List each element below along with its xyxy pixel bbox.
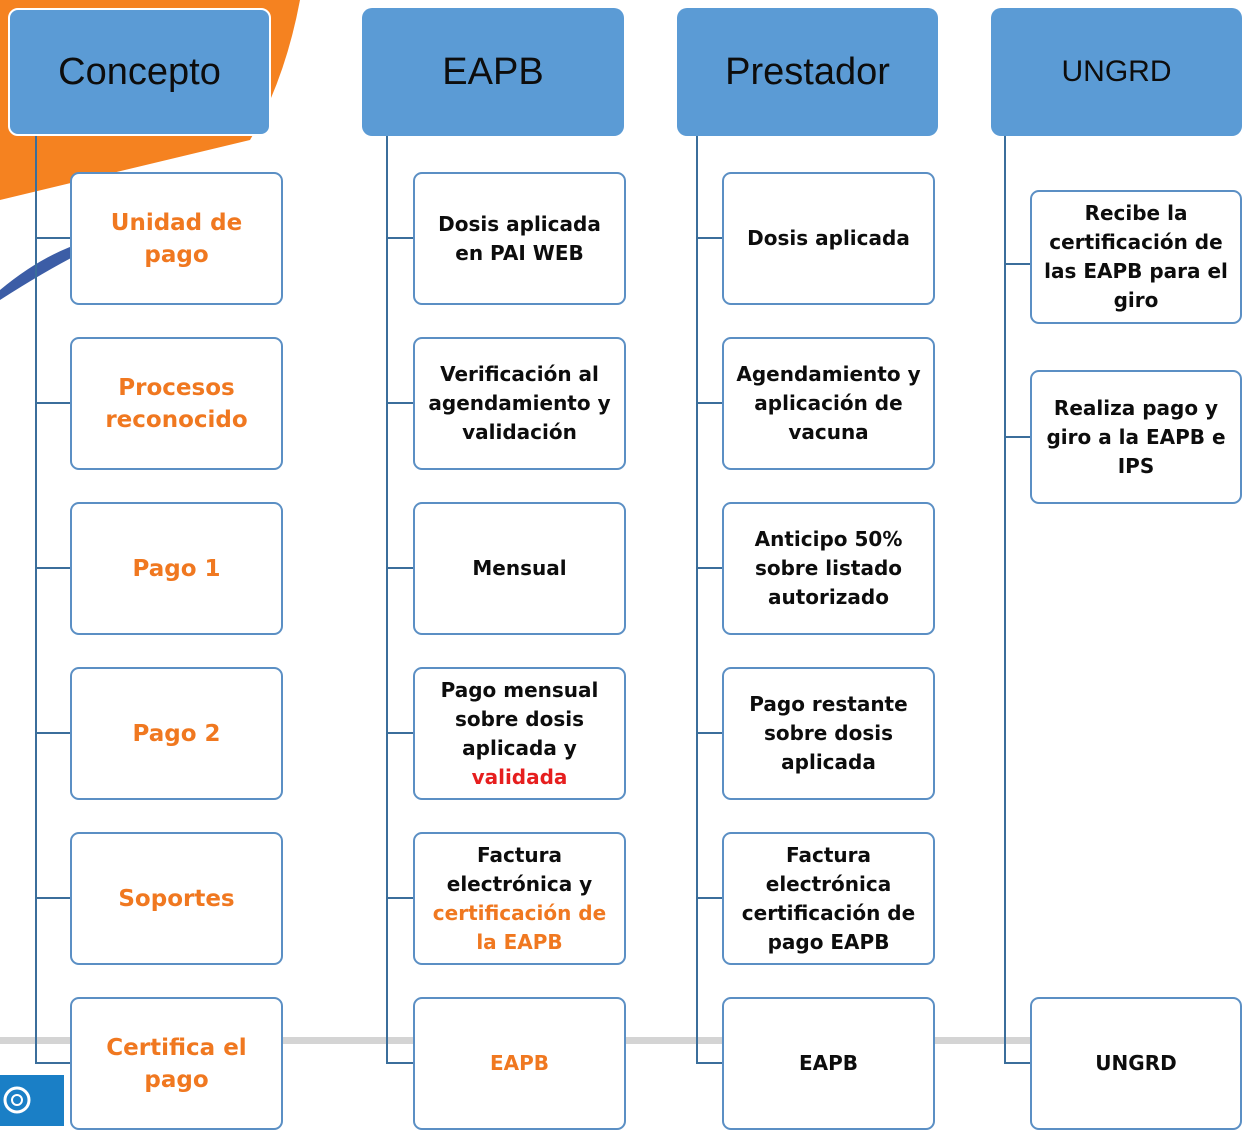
column-header-ungrd: UNGRD bbox=[991, 8, 1242, 136]
prestador-card-soportes: Factura electrónica certificación de pag… bbox=[722, 832, 935, 965]
connector-branch bbox=[696, 732, 724, 734]
connector-branch bbox=[35, 402, 71, 404]
eapb-card-procesos: Verificación al agendamiento y validació… bbox=[413, 337, 626, 470]
connector-branch bbox=[1004, 436, 1032, 438]
validada-highlight: validada bbox=[471, 764, 568, 789]
concept-card-certifica-el-pago: Certifica el pago bbox=[70, 997, 283, 1130]
eapb-card-soportes: Factura electrónica y certificación de l… bbox=[413, 832, 626, 965]
eapb-card-pago-2-text: Pago mensual sobre dosis aplicada y vali… bbox=[421, 676, 618, 792]
connector-branch bbox=[35, 897, 71, 899]
ungrd-card-certifica: UNGRD bbox=[1030, 997, 1242, 1130]
eapb-card-pago-2: Pago mensual sobre dosis aplicada y vali… bbox=[413, 667, 626, 800]
connector-branch bbox=[1004, 263, 1032, 265]
prestador-card-pago-1: Anticipo 50% sobre listado autorizado bbox=[722, 502, 935, 635]
prestador-card-unidad: Dosis aplicada bbox=[722, 172, 935, 305]
eapb-card-soportes-text: Factura electrónica y certificación de l… bbox=[421, 841, 618, 957]
footer-logo-icon bbox=[0, 1075, 64, 1126]
connector-prestador-vertical bbox=[696, 136, 698, 1063]
connector-branch bbox=[35, 567, 71, 569]
concept-card-soportes: Soportes bbox=[70, 832, 283, 965]
column-header-eapb: EAPB bbox=[362, 8, 624, 136]
connector-ungrd-vertical bbox=[1004, 136, 1006, 1063]
concept-card-procesos-reconocido: Procesos reconocido bbox=[70, 337, 283, 470]
concept-card-pago-2: Pago 2 bbox=[70, 667, 283, 800]
column-header-prestador: Prestador bbox=[677, 8, 938, 136]
concept-card-pago-1: Pago 1 bbox=[70, 502, 283, 635]
ungrd-card-recibe: Recibe la certificación de las EAPB para… bbox=[1030, 190, 1242, 324]
connector-concepto-vertical bbox=[35, 136, 37, 1063]
prestador-card-pago-2: Pago restante sobre dosis aplicada bbox=[722, 667, 935, 800]
connector-branch bbox=[696, 402, 724, 404]
eapb-card-certifica: EAPB bbox=[413, 997, 626, 1130]
prestador-card-procesos: Agendamiento y aplicación de vacuna bbox=[722, 337, 935, 470]
connector-branch bbox=[696, 567, 724, 569]
connector-branch bbox=[386, 402, 415, 404]
concept-card-unidad-de-pago: Unidad de pago bbox=[70, 172, 283, 305]
eapb-card-soportes-label: Factura electrónica y bbox=[446, 842, 593, 896]
connector-eapb-vertical bbox=[386, 136, 388, 1063]
connector-branch bbox=[35, 732, 71, 734]
connector-branch bbox=[386, 1062, 415, 1064]
connector-branch bbox=[696, 1062, 724, 1064]
connector-branch bbox=[386, 237, 415, 239]
prestador-card-certifica: EAPB bbox=[722, 997, 935, 1130]
connector-branch bbox=[696, 897, 724, 899]
eapb-card-pago-2-label: Pago mensual sobre dosis aplicada y bbox=[440, 677, 599, 760]
connector-branch bbox=[386, 567, 415, 569]
eapb-card-pago-1: Mensual bbox=[413, 502, 626, 635]
connector-branch bbox=[1004, 1062, 1032, 1064]
eapb-card-unidad: Dosis aplicada en PAI WEB bbox=[413, 172, 626, 305]
connector-branch bbox=[386, 897, 415, 899]
certificacion-highlight: certificación de la EAPB bbox=[432, 900, 607, 954]
ungrd-card-realiza-pago: Realiza pago y giro a la EAPB e IPS bbox=[1030, 370, 1242, 504]
column-header-concepto: Concepto bbox=[8, 8, 271, 136]
connector-branch bbox=[386, 732, 415, 734]
connector-branch bbox=[696, 237, 724, 239]
connector-branch bbox=[35, 1062, 71, 1064]
connector-branch bbox=[35, 237, 71, 239]
